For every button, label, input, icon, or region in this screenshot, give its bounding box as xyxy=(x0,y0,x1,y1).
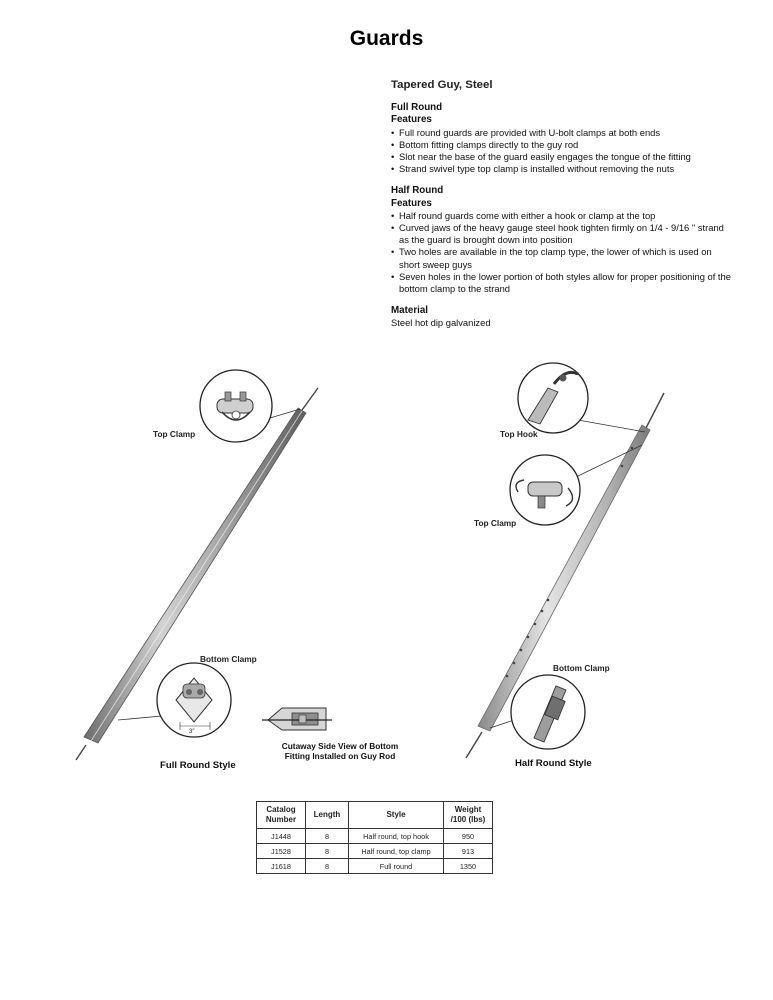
spec-table: Catalog Number Length Style Weight /100 … xyxy=(256,801,493,874)
half-round-features: Half round guards come with either a hoo… xyxy=(391,210,731,295)
intro-text-block: Tapered Guy, Steel Full Round Features F… xyxy=(391,79,731,330)
half-round-features-label: Features xyxy=(391,197,432,209)
table-row: J1618 8 Full round 1350 xyxy=(256,858,493,874)
list-item: Strand swivel type top clamp is installe… xyxy=(391,163,731,175)
list-item: Bottom fitting clamps directly to the gu… xyxy=(391,139,731,151)
cell-weight: 1350 xyxy=(443,858,493,874)
full-round-features: Full round guards are provided with U-bo… xyxy=(391,127,731,176)
bottom-clamp-label-right: Bottom Clamp xyxy=(553,663,610,673)
col-header-catalog-number: Catalog Number xyxy=(256,801,306,829)
list-item: Full round guards are provided with U-bo… xyxy=(391,127,731,139)
cell-catalog-number: J1448 xyxy=(256,828,306,844)
full-round-guard xyxy=(75,387,319,761)
top-clamp-detail-right xyxy=(509,444,643,526)
cell-length: 8 xyxy=(305,828,349,844)
full-round-title: Full Round xyxy=(391,102,443,114)
top-clamp-label-right: Top Clamp xyxy=(474,518,517,528)
list-item: Curved jaws of the heavy gauge steel hoo… xyxy=(391,222,731,246)
dimension-label: 3″ xyxy=(189,729,195,735)
top-hook-detail xyxy=(517,362,646,434)
col-header-style: Style xyxy=(348,801,444,829)
list-item: Half round guards come with either a hoo… xyxy=(391,210,731,222)
cell-style: Full round xyxy=(348,858,444,874)
half-round-guard xyxy=(465,392,665,759)
bottom-clamp-detail-left xyxy=(117,662,232,738)
cell-catalog-number: J1618 xyxy=(256,858,306,874)
table-row: J1448 8 Half round, top hook 950 xyxy=(256,828,493,844)
list-item: Slot near the base of the guard easily e… xyxy=(391,151,731,163)
cutaway-side-view xyxy=(262,707,332,731)
material-text: Steel hot dip galvanized xyxy=(391,317,491,329)
cell-style: Half round, top clamp xyxy=(348,843,444,859)
cell-catalog-number: J1528 xyxy=(256,843,306,859)
top-hook-label: Top Hook xyxy=(500,429,538,439)
top-clamp-detail-left xyxy=(199,369,301,443)
material-title: Material xyxy=(391,305,429,317)
bottom-clamp-label-left: Bottom Clamp xyxy=(200,654,257,664)
top-clamp-label-left: Top Clamp xyxy=(153,429,196,439)
list-item: Seven holes in the lower portion of both… xyxy=(391,271,731,295)
table-row: J1528 8 Half round, top clamp 913 xyxy=(256,843,493,859)
half-round-title: Half Round xyxy=(391,185,444,197)
cutaway-caption: Cutaway Side View of Bottom Fitting Inst… xyxy=(276,741,404,761)
half-round-style-caption: Half Round Style xyxy=(515,758,592,769)
cutaway-caption-line2: Fitting Installed on Guy Rod xyxy=(284,751,396,761)
cell-length: 8 xyxy=(305,858,349,874)
cell-weight: 950 xyxy=(443,828,493,844)
full-round-style-caption: Full Round Style xyxy=(160,760,236,771)
cell-weight: 913 xyxy=(443,843,493,859)
cell-style: Half round, top hook xyxy=(348,828,444,844)
page-title: Guards xyxy=(349,27,424,50)
col-header-length: Length xyxy=(305,801,349,829)
page-subtitle: Tapered Guy, Steel xyxy=(391,79,493,91)
list-item: Two holes are available in the top clamp… xyxy=(391,246,731,270)
table-header-row: Catalog Number Length Style Weight /100 … xyxy=(256,801,493,829)
cutaway-caption-line1: Cutaway Side View of Bottom xyxy=(281,741,399,751)
full-round-features-label: Features xyxy=(391,114,432,126)
cell-length: 8 xyxy=(305,843,349,859)
bottom-clamp-detail-right xyxy=(489,674,586,750)
col-header-weight: Weight /100 (lbs) xyxy=(443,801,493,829)
